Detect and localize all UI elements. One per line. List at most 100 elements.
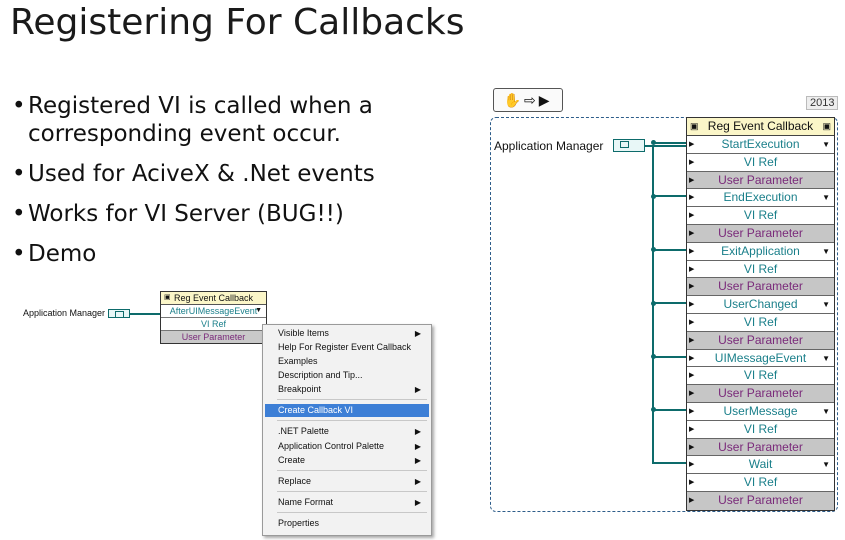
user-param-label: User Parameter <box>718 172 803 187</box>
input-arrow-icon: ▶ <box>689 229 695 237</box>
user-param-row[interactable]: ▶ User Parameter <box>687 491 834 510</box>
small-node-header: ▣ Reg Event Callback <box>161 292 266 305</box>
node-icon: ▣ <box>690 121 699 131</box>
submenu-arrow-icon: ▶ <box>414 456 421 465</box>
event-label: UserChanged <box>723 297 798 312</box>
branch-wire <box>652 141 686 144</box>
dropdown-icon[interactable]: ▼ <box>255 307 262 314</box>
input-arrow-icon: ▶ <box>689 390 695 398</box>
vi-ref-row[interactable]: ▶VI Ref <box>687 421 834 439</box>
small-event-row[interactable]: AfterUIMessageEvent ▼ <box>161 305 266 318</box>
input-arrow-icon: ▶ <box>689 283 695 291</box>
vi-ref-row[interactable]: ▶VI Ref <box>687 154 834 172</box>
event-row[interactable]: ▶ExitApplication▼ <box>687 243 834 261</box>
small-refnum-terminal[interactable] <box>108 309 130 318</box>
event-row[interactable]: ▶EndExecution▼ <box>687 189 834 208</box>
input-arrow-icon: ▶ <box>689 407 695 415</box>
dropdown-icon[interactable]: ▼ <box>822 193 830 203</box>
dropdown-icon[interactable]: ▼ <box>822 140 830 149</box>
vi-ref-row[interactable]: ▶VI Ref <box>687 207 834 225</box>
dropdown-icon[interactable]: ▼ <box>822 460 830 470</box>
input-arrow-icon: ▶ <box>689 354 695 362</box>
vi-ref-row[interactable]: ▶VI Ref <box>687 474 834 492</box>
bullet-item: Demo <box>12 240 392 268</box>
event-row[interactable]: ▶UserMessage▼ <box>687 403 834 421</box>
menu-item-name-format[interactable]: Name Format▶ <box>278 497 421 507</box>
submenu-arrow-icon: ▶ <box>414 427 421 436</box>
user-param-label: User Parameter <box>718 492 803 507</box>
menu-item-create-callback-vi[interactable]: Create Callback VI <box>265 404 429 417</box>
branch-wire <box>652 462 686 465</box>
dropdown-icon[interactable]: ▼ <box>822 246 830 256</box>
event-label: UIMessageEvent <box>714 350 807 365</box>
small-reg-event-callback-node[interactable]: ▣ Reg Event Callback AfterUIMessageEvent… <box>160 291 267 344</box>
small-source-label: Application Manager <box>23 308 106 318</box>
bullet-item: Used for AciveX & .Net events <box>12 160 392 188</box>
dropdown-icon[interactable]: ▼ <box>822 353 830 363</box>
vi-ref-label: VI Ref <box>743 261 778 276</box>
version-badge: 2013 <box>806 96 839 110</box>
user-param-row[interactable]: ▶User Parameter <box>687 438 834 457</box>
user-param-row[interactable]: ▶User Parameter <box>687 278 834 297</box>
menu-item-breakpoint[interactable]: Breakpoint▶ <box>278 384 421 394</box>
input-arrow-icon: ▶ <box>689 496 695 504</box>
menu-separator <box>277 491 427 492</box>
menu-item-app-control-palette[interactable]: Application Control Palette▶ <box>278 441 421 451</box>
block-diagram-panel <box>490 117 838 512</box>
junction-dot <box>650 247 656 253</box>
big-reg-event-callback-node[interactable]: ▣ Reg Event Callback ▣ ▶StartExecution▼▶… <box>686 117 835 511</box>
vi-ref-label: VI Ref <box>743 475 778 490</box>
main-wire <box>645 145 686 147</box>
branch-wire <box>652 302 686 305</box>
small-vi-ref-row[interactable]: VI Ref <box>161 318 266 331</box>
event-label: Wait <box>748 457 773 472</box>
menu-separator <box>277 512 427 513</box>
menu-item-properties[interactable]: Properties <box>278 518 320 528</box>
user-param-row[interactable]: ▶ User Parameter <box>687 171 834 190</box>
submenu-arrow-icon: ▶ <box>414 498 421 507</box>
submenu-arrow-icon: ▶ <box>414 329 421 338</box>
menu-item-net-palette[interactable]: .NET Palette▶ <box>278 426 421 436</box>
user-param-row[interactable]: ▶ User Parameter <box>687 331 834 350</box>
input-arrow-icon: ▶ <box>689 372 695 380</box>
event-row[interactable]: ▶Wait▼ <box>687 456 834 475</box>
submenu-arrow-icon: ▶ <box>414 385 421 394</box>
vi-ref-row[interactable]: ▶VI Ref <box>687 314 834 332</box>
input-arrow-icon: ▶ <box>689 336 695 344</box>
vi-ref-row[interactable]: ▶VI Ref <box>687 261 834 279</box>
bullet-list: Registered VI is called when a correspon… <box>12 92 392 280</box>
input-arrow-icon: ▶ <box>689 425 695 433</box>
event-row[interactable]: ▶StartExecution▼ <box>687 136 834 154</box>
menu-item-description[interactable]: Description and Tip... <box>278 370 363 380</box>
vi-ref-row[interactable]: ▶VI Ref <box>687 367 834 386</box>
junction-dot <box>650 193 656 199</box>
input-arrow-icon: ▶ <box>689 194 695 202</box>
small-wire <box>130 313 160 315</box>
branch-wire <box>652 195 686 198</box>
user-param-row[interactable]: ▶User Parameter <box>687 385 834 403</box>
user-param-row[interactable]: ▶User Parameter <box>687 224 834 243</box>
dropdown-icon[interactable]: ▼ <box>822 406 830 416</box>
small-event-label: AfterUIMessageEvent <box>169 306 258 316</box>
big-refnum-terminal[interactable] <box>613 139 645 152</box>
event-row[interactable]: ▶ UserChanged ▼ <box>687 296 834 314</box>
menu-item-replace[interactable]: Replace▶ <box>278 476 421 486</box>
context-menu: Visible Items▶ Help For Register Event C… <box>262 324 432 536</box>
small-user-param-row[interactable]: User Parameter <box>161 331 266 343</box>
menu-item-examples[interactable]: Examples <box>278 356 318 366</box>
junction-dot <box>650 300 656 306</box>
menu-item-help[interactable]: Help For Register Event Callback <box>278 342 412 352</box>
menu-item-visible-items[interactable]: Visible Items▶ <box>278 328 421 338</box>
tools-palette-toolbar[interactable]: ✋⇨▶ <box>493 88 563 112</box>
submenu-arrow-icon: ▶ <box>414 477 421 486</box>
dropdown-icon[interactable]: ▼ <box>822 300 830 310</box>
input-arrow-icon: ▶ <box>689 301 695 309</box>
input-arrow-icon: ▶ <box>689 176 695 184</box>
input-arrow-icon: ▶ <box>689 247 695 255</box>
menu-item-create[interactable]: Create▶ <box>278 455 421 465</box>
user-param-label: User Parameter <box>718 332 803 347</box>
input-arrow-icon: ▶ <box>689 141 695 148</box>
vi-ref-label: VI Ref <box>743 314 778 329</box>
menu-separator <box>277 420 427 421</box>
event-row[interactable]: ▶ UIMessageEvent ▼ <box>687 350 834 368</box>
